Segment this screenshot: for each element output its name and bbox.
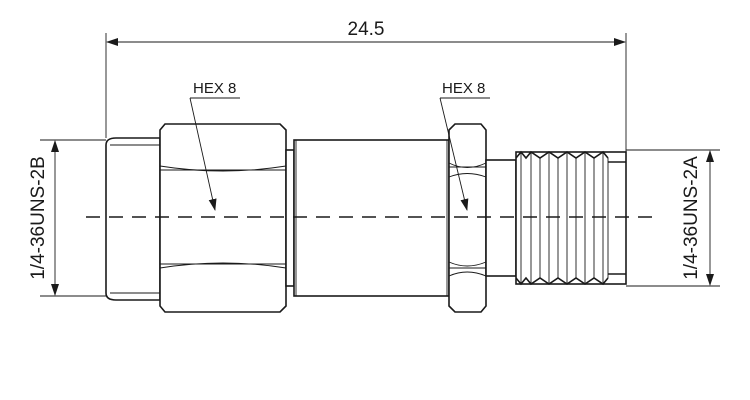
left-cap bbox=[105, 137, 161, 301]
right-hex-label: HEX 8 bbox=[442, 80, 485, 97]
left-thread-label: 1/4-36UNS-2B bbox=[28, 156, 49, 280]
left-neck bbox=[285, 149, 295, 287]
left-hex-nut bbox=[159, 123, 287, 313]
left-hex-callout: HEX 8 bbox=[189, 80, 240, 211]
right-collar bbox=[485, 159, 517, 277]
right-thread-label: 1/4-36UNS-2A bbox=[681, 156, 702, 280]
left-thread-dimension: 1/4-36UNS-2B bbox=[28, 139, 106, 297]
left-hex-label: HEX 8 bbox=[193, 80, 236, 97]
overall-length-label: 24.5 bbox=[348, 19, 385, 40]
overall-dimension: 24.5 bbox=[105, 19, 627, 160]
right-hex-callout: HEX 8 bbox=[439, 80, 490, 211]
right-thread-dimension: 1/4-36UNS-2A bbox=[626, 149, 720, 287]
right-hex-nut bbox=[448, 123, 487, 313]
threaded-end bbox=[515, 150, 627, 286]
main-body bbox=[293, 139, 450, 297]
